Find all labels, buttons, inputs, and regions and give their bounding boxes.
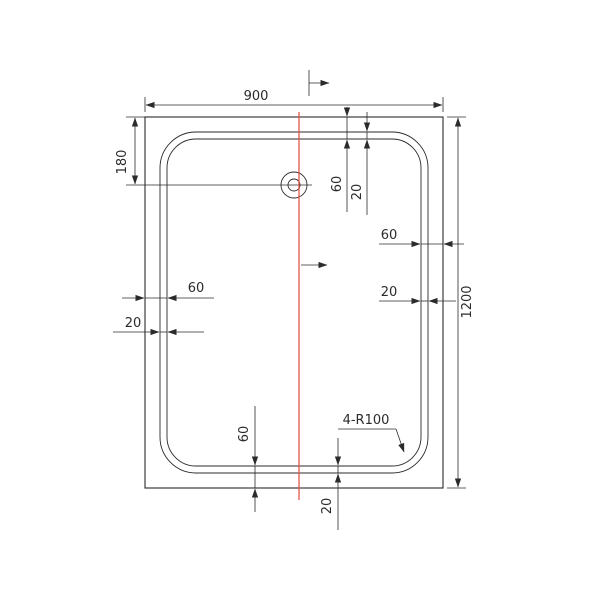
dim-label-60-bottom: 60 — [237, 426, 252, 443]
dim-label-1200: 1200 — [460, 285, 475, 318]
tray-outer-edge — [144, 116, 444, 489]
linework — [113, 70, 466, 530]
dim-label-20-left: 20 — [125, 316, 142, 331]
dim-label-20-bottom: 20 — [320, 498, 335, 515]
dim-label-20-right: 20 — [381, 285, 398, 300]
tray-rim-outer — [159, 131, 429, 474]
dim-label-60-drain: 60 — [330, 176, 345, 193]
dim-label-60-right: 60 — [381, 228, 398, 243]
dim-label-180: 180 — [115, 150, 130, 175]
dimension-labels: 900 180 1200 60 20 60 20 60 20 60 20 4-R… — [115, 89, 475, 514]
dim-label-corner-radius: 4-R100 — [343, 413, 390, 428]
dim-label-60-left: 60 — [188, 281, 205, 296]
dim-label-900: 900 — [244, 89, 269, 104]
radius-leader-arrow — [395, 428, 405, 453]
tray-rim-inner — [166, 138, 422, 467]
dim-label-20-drain: 20 — [350, 184, 365, 201]
